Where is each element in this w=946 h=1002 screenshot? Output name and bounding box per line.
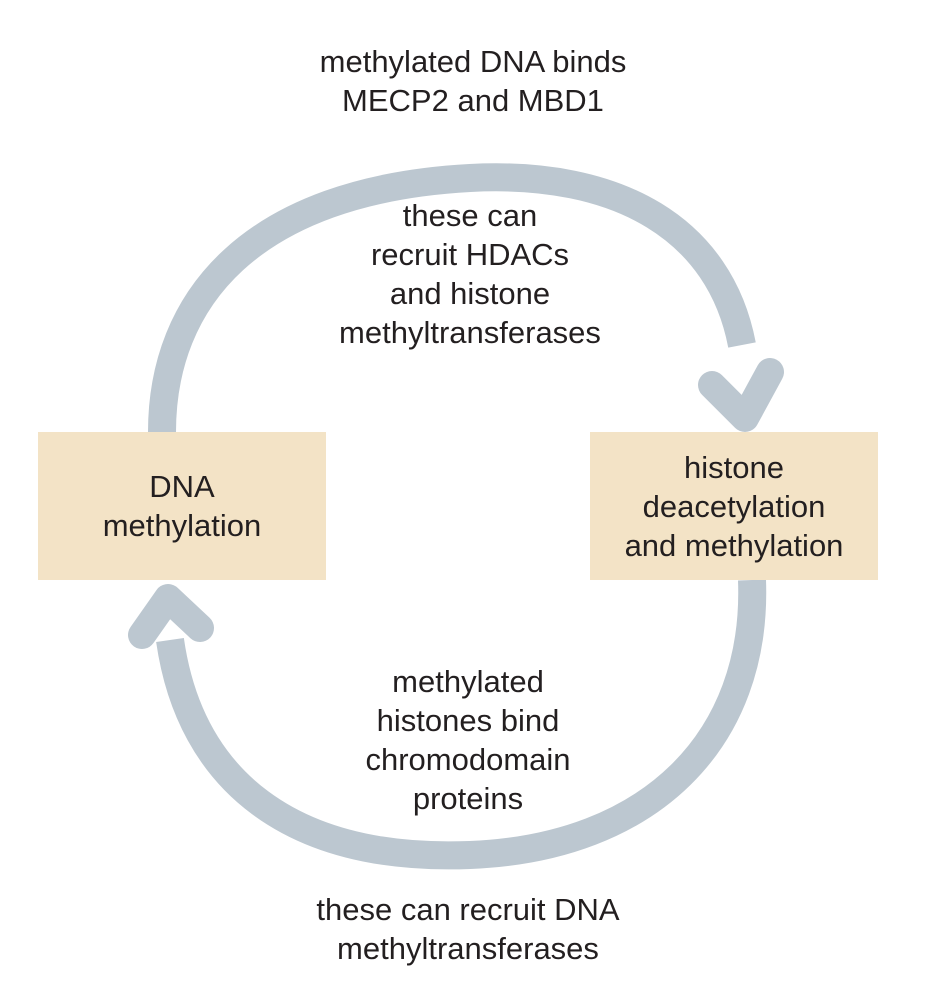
bottom-arrowhead (128, 584, 214, 649)
bottom-outer-label: these can recruit DNA methyltransferases (258, 890, 678, 968)
bottom-outer-line-2: methyltransferases (337, 931, 599, 966)
bottom-inner-line-4: proteins (412, 781, 524, 816)
bottom-inner-line-2: histones bind (376, 703, 560, 738)
bottom-inner-line-1: methylated (392, 664, 544, 699)
right-box-line-3: and methylation (624, 527, 844, 563)
histone-deacetylation-box: histone deacetylation and methylation (590, 432, 878, 580)
dna-methylation-box: DNA methylation (38, 432, 326, 580)
top-inner-line-3: and histone (389, 276, 551, 311)
top-arrowhead (698, 358, 784, 432)
top-outer-line-2: MECP2 and MBD1 (342, 83, 604, 118)
left-box-line-1: DNA (149, 469, 215, 504)
top-inner-line-1: these can (402, 198, 538, 233)
top-outer-line-1: methylated DNA binds (319, 44, 627, 79)
bottom-arrow-arc (156, 579, 767, 870)
top-outer-label: methylated DNA binds MECP2 and MBD1 (273, 42, 673, 120)
bottom-inner-line-3: chromodomain (365, 742, 571, 777)
top-arrow-arc (148, 163, 756, 433)
top-inner-label: these can recruit HDACs and histone meth… (310, 196, 630, 352)
bottom-inner-label: methylated histones bind chromodomain pr… (318, 662, 618, 818)
right-box-line-1: histone (684, 449, 784, 485)
left-box-line-2: methylation (102, 508, 262, 543)
right-box-line-2: deacetylation (642, 488, 826, 524)
bottom-outer-line-1: these can recruit DNA (316, 892, 620, 927)
top-inner-line-2: recruit HDACs (370, 237, 570, 272)
top-inner-line-4: methyltransferases (339, 315, 601, 350)
